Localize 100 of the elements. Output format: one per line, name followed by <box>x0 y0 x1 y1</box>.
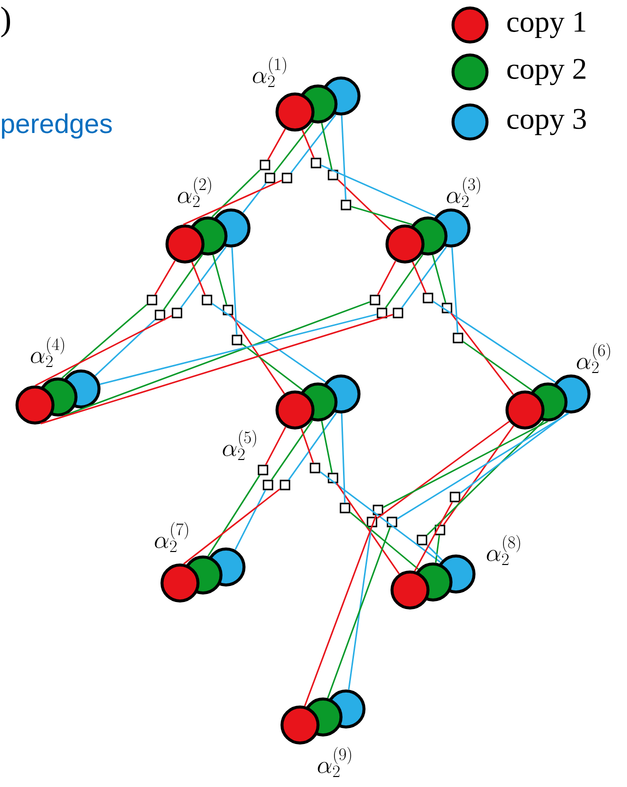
factor-square <box>328 170 338 180</box>
factor-square <box>282 172 292 184</box>
factor-square <box>340 200 352 210</box>
connector-line <box>320 471 441 563</box>
legend-label: copy 2 <box>507 58 586 86</box>
connector-line <box>432 254 446 303</box>
variable-label: $\alpha_2^{(9)}$ <box>318 747 352 777</box>
connector-line <box>100 314 377 386</box>
connector-line <box>62 304 148 378</box>
variable-label: $\alpha_2^{(2)}$ <box>178 177 212 207</box>
factor-square <box>280 480 290 490</box>
factor-square <box>146 294 158 306</box>
factor-square <box>202 294 212 306</box>
connector-line <box>377 260 396 296</box>
factor-square <box>340 502 350 514</box>
connector-line <box>304 514 377 706</box>
variable-circle <box>280 706 320 744</box>
connector-line <box>183 488 280 564</box>
factor-square <box>450 492 460 502</box>
connector-line <box>212 170 260 218</box>
factor-square <box>310 462 320 474</box>
parenthesis: ) <box>1 6 10 38</box>
heading-text: peredges <box>2 113 112 139</box>
connector-line <box>320 421 333 473</box>
legend-label: copy 1 <box>507 12 586 38</box>
connector-line <box>242 182 267 214</box>
connector-line <box>212 302 326 383</box>
connector-line <box>385 254 424 308</box>
factor-square <box>264 172 276 184</box>
connector-line <box>401 246 447 308</box>
variable-circle <box>160 564 200 602</box>
variable-circle <box>16 386 54 424</box>
factor-square <box>328 472 338 484</box>
connector-line <box>321 122 333 170</box>
connector-line <box>426 544 443 561</box>
connector-line <box>396 412 570 520</box>
connector-line <box>302 130 315 158</box>
connector-line <box>382 420 548 508</box>
connector-line <box>300 428 314 464</box>
variable-circle <box>276 92 314 132</box>
connector-line <box>338 179 392 231</box>
connector-line <box>231 247 238 335</box>
variable-label: $\alpha_2^{(5)}$ <box>222 430 256 460</box>
connector-line <box>336 482 400 574</box>
factor-square <box>310 158 322 168</box>
factor-square <box>422 292 434 304</box>
connector-line <box>230 314 285 394</box>
variable-label: $\alpha_2^{(3)}$ <box>446 177 480 207</box>
connector-line <box>163 254 203 310</box>
factor-square <box>370 294 380 306</box>
factor-square <box>416 534 428 546</box>
connector-line <box>35 315 172 386</box>
factor-square <box>232 334 242 346</box>
connector-line <box>267 128 286 160</box>
factor-square <box>372 504 384 516</box>
connector-line <box>340 413 346 503</box>
variable-label: $\alpha_2^{(4)}$ <box>30 337 64 367</box>
connector-line <box>460 412 568 494</box>
legend-label: copy 3 <box>507 108 586 136</box>
connector-line <box>273 122 314 174</box>
connector-line <box>462 341 533 392</box>
factor-square <box>258 464 268 476</box>
connector-line <box>212 254 228 305</box>
connector-line <box>340 115 346 200</box>
connector-line <box>40 314 394 424</box>
variable-circle <box>276 390 314 430</box>
connector-line <box>290 114 336 174</box>
connector-line <box>350 206 412 226</box>
factor-square <box>386 516 398 528</box>
connector-line <box>183 180 282 226</box>
connector-line <box>320 164 436 217</box>
factor-square <box>172 308 182 318</box>
connector-line <box>180 246 227 308</box>
connector-line <box>443 425 514 526</box>
factor-square <box>392 308 404 318</box>
connector-line <box>414 502 453 572</box>
connector-line <box>234 490 266 550</box>
factor-square <box>222 304 234 316</box>
factor-square <box>154 310 166 320</box>
connector-line <box>288 412 337 480</box>
connector-line <box>348 527 372 690</box>
factor-square <box>262 480 274 490</box>
factor-square <box>452 332 464 344</box>
connector-line <box>154 260 176 296</box>
connector-line <box>327 526 391 698</box>
variable-label: $\alpha_2^{(7)}$ <box>154 522 188 552</box>
connector-line <box>64 301 370 416</box>
factor-square <box>260 160 270 170</box>
variable-circle <box>506 390 544 430</box>
connector-line <box>207 474 260 557</box>
connector-line <box>376 420 510 519</box>
variable-label: $\alpha_2^{(8)}$ <box>486 535 520 565</box>
variable-label: $\alpha_2^{(6)}$ <box>576 343 610 373</box>
connector-line <box>426 420 544 536</box>
connector-line <box>434 535 440 563</box>
connector-line <box>265 426 286 466</box>
connector-line <box>450 312 514 395</box>
connector-line <box>451 247 458 333</box>
connector-line <box>94 319 156 376</box>
connector-line <box>191 262 206 296</box>
